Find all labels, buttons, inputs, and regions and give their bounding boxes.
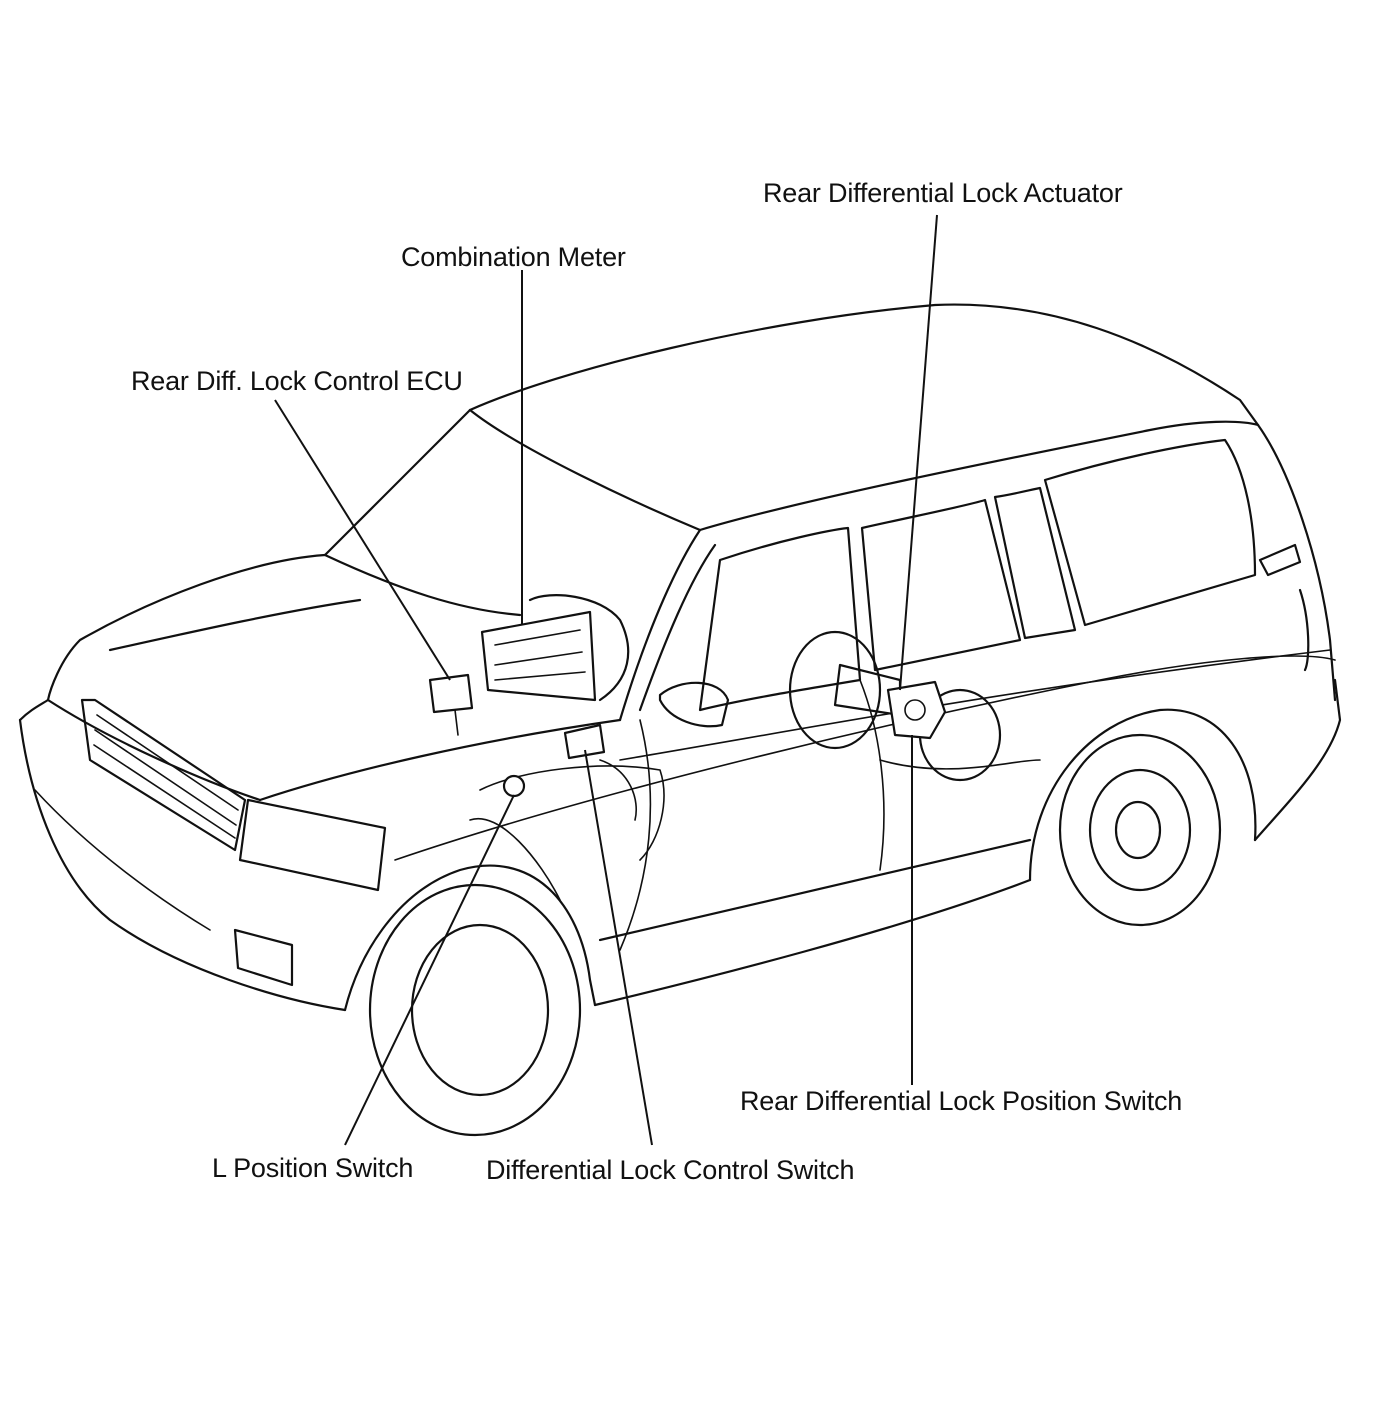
leader-l-position-switch — [344, 794, 515, 1146]
rear-diff-lock-control-ecu-part — [428, 673, 474, 736]
leader-rear-diff-lock-control-ecu — [274, 399, 451, 681]
label-diff-lock-control-switch: Differential Lock Control Switch — [486, 1155, 855, 1185]
leader-lines — [274, 214, 938, 1146]
rear-diff-lock-actuator-part — [886, 680, 947, 740]
diff-lock-control-switch-part — [563, 723, 606, 760]
leader-rear-diff-lock-actuator — [899, 214, 938, 691]
leader-diff-lock-control-switch — [584, 749, 653, 1146]
label-rear-diff-lock-position-switch: Rear Differential Lock Position Switch — [740, 1086, 1183, 1116]
label-rear-diff-lock-control-ecu: Rear Diff. Lock Control ECU — [131, 366, 463, 396]
combination-meter-part — [480, 610, 597, 702]
l-position-switch-part — [502, 774, 526, 798]
label-rear-diff-lock-actuator: Rear Differential Lock Actuator — [763, 178, 1123, 208]
label-l-position-switch: L Position Switch — [212, 1153, 414, 1183]
label-combination-meter: Combination Meter — [401, 242, 626, 272]
vehicle-body — [18, 303, 1342, 1137]
